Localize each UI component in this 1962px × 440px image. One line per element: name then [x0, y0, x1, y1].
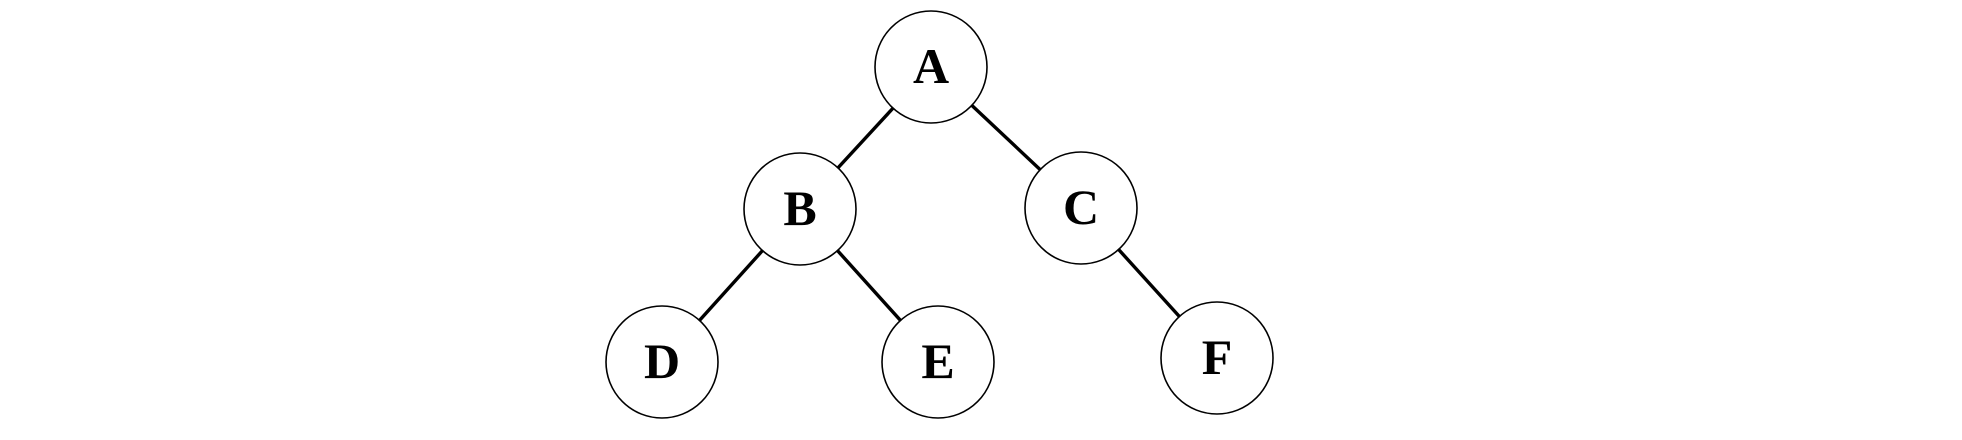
tree-node-F-circle [1160, 301, 1274, 415]
tree-node-B-label: B [783, 180, 816, 236]
tree-node-B: B [743, 152, 857, 266]
tree-node-E-label: E [921, 333, 954, 389]
tree-node-A-label: A [913, 38, 949, 94]
tree-node-C: C [1024, 151, 1138, 265]
tree-node-E-circle [881, 305, 995, 419]
tree-node-A: A [874, 10, 988, 124]
tree-node-E: E [881, 305, 995, 419]
tree-node-D-label: D [644, 333, 680, 389]
tree-node-C-label: C [1063, 179, 1099, 235]
tree-node-B-circle [743, 152, 857, 266]
tree-node-D: D [605, 305, 719, 419]
tree-node-A-circle [874, 10, 988, 124]
tree-node-F: F [1160, 301, 1274, 415]
tree-node-D-circle [605, 305, 719, 419]
tree-node-F-label: F [1202, 329, 1233, 385]
tree-node-C-circle [1024, 151, 1138, 265]
